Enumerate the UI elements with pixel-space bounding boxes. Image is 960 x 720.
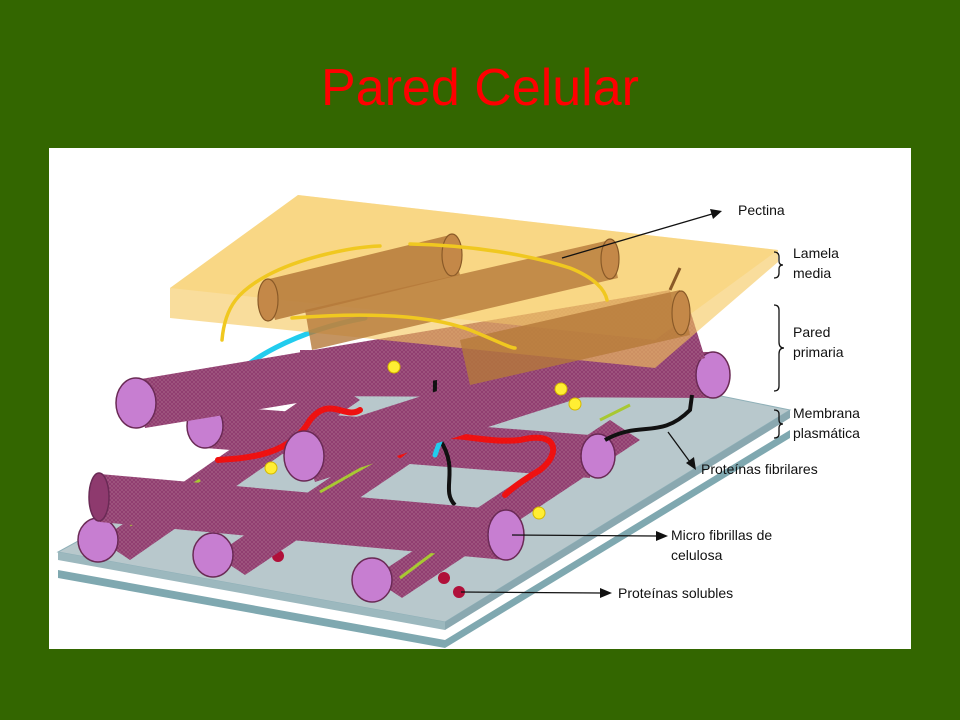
microfibril-end	[115, 377, 157, 429]
soluble-protein	[453, 586, 465, 598]
brace-pared	[773, 304, 785, 392]
label-lamela-line2: media	[793, 265, 831, 281]
yellow-particle	[554, 382, 568, 396]
pectin-end	[441, 233, 463, 277]
microfibril-end	[695, 351, 731, 399]
yellow-particle	[568, 397, 582, 411]
microfibril-end	[283, 430, 325, 482]
arrowhead-fibrilares	[686, 457, 696, 470]
arrowhead-pectina	[710, 209, 722, 219]
leader-lines	[460, 213, 713, 594]
label-membrana-line2: plasmática	[793, 425, 860, 441]
yellow-particle	[387, 360, 401, 374]
brace-membrana	[773, 409, 784, 439]
soluble-protein	[438, 572, 450, 584]
braces	[773, 251, 785, 439]
label-pared-line2: primaria	[793, 344, 844, 360]
microfibril-end	[77, 517, 119, 563]
arrowhead-micro	[656, 531, 668, 541]
microfibril-end	[192, 532, 234, 578]
microfibril-end	[351, 557, 393, 603]
slide-title: Pared Celular	[321, 59, 639, 117]
cell-wall-diagram: Pectina Lamela media Pared primaria Memb…	[49, 148, 911, 649]
pectin-fibers	[257, 233, 691, 385]
microfibril-end	[88, 472, 110, 522]
brace-lamela	[773, 251, 784, 279]
label-micro-line2: celulosa	[671, 547, 723, 563]
label-pectina: Pectina	[738, 202, 785, 218]
label-proteinas-fibrilares: Proteínas fibrilares	[701, 461, 818, 477]
pectin-end	[600, 238, 620, 280]
arrowhead-solubles	[600, 588, 612, 598]
microfibril-end	[580, 433, 616, 479]
label-membrana-line1: Membrana	[793, 405, 860, 421]
yellow-particle	[264, 461, 278, 475]
pectin-strands	[220, 242, 609, 350]
label-lamela-line1: Lamela	[793, 245, 839, 261]
pectin-end	[671, 290, 691, 336]
label-proteinas-solubles: Proteínas solubles	[618, 585, 733, 601]
label-pared-line1: Pared	[793, 324, 830, 340]
pectin-end	[257, 278, 279, 322]
arrowheads	[600, 209, 722, 598]
yellow-particles	[264, 360, 582, 520]
label-micro-line1: Micro fibrillas de	[671, 527, 772, 543]
yellow-particle	[532, 506, 546, 520]
